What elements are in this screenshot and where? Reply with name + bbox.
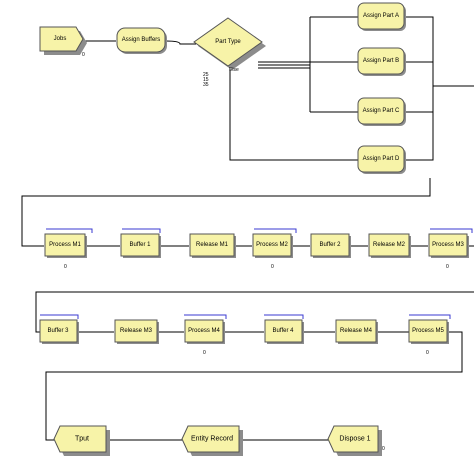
process-module-m1[interactable]: Process M1 <box>44 233 87 258</box>
release-module-m1[interactable]: Release M1 <box>189 233 236 258</box>
connector-assign-a-out[interactable] <box>405 16 434 86</box>
queue-markers <box>40 228 473 319</box>
hold-module-buffer-4[interactable]: Buffer 4 <box>264 319 304 344</box>
queue-process-m5 <box>409 314 451 319</box>
process-module-m2[interactable]: Process M2 <box>252 233 293 258</box>
decide-percent-3: 35 <box>203 82 209 88</box>
assign-module-part-c[interactable]: Assign Part C <box>357 97 406 126</box>
module-label: Process M5 <box>412 328 444 334</box>
module-label: Assign Part A <box>363 13 399 19</box>
record-module-entity-record[interactable]: Entity Record <box>181 425 243 456</box>
hold-module-buffer-2[interactable]: Buffer 2 <box>310 233 351 258</box>
connector-wrap-row3-b[interactable] <box>35 291 474 333</box>
module-label: Release M4 <box>340 328 373 334</box>
module-label: Process M2 <box>256 242 288 248</box>
counter-dispose-1: 0 <box>382 446 385 452</box>
module-label: Assign Part D <box>363 156 400 162</box>
decide-module-part-type[interactable]: Part Type <box>193 17 266 70</box>
record-module-tput[interactable]: Tput <box>53 425 110 456</box>
connector-wrap-row2[interactable] <box>21 178 431 247</box>
counter-process-m2: 0 <box>271 264 274 270</box>
module-label: Assign Part C <box>363 108 400 114</box>
queue-process-m1 <box>46 228 93 233</box>
module-label: Buffer 4 <box>273 328 295 334</box>
module-label: Assign Part B <box>363 58 399 64</box>
connectors <box>21 16 474 441</box>
module-label: Buffer 3 <box>48 328 70 334</box>
decide-percent-1: 25 <box>203 72 209 78</box>
module-label: Assign Buffers <box>122 37 161 43</box>
hold-module-buffer-1[interactable]: Buffer 1 <box>120 233 161 258</box>
queue-process-m4 <box>184 314 227 319</box>
assign-module-part-a[interactable]: Assign Part A <box>357 2 406 31</box>
hold-module-buffer-3[interactable]: Buffer 3 <box>39 319 79 344</box>
module-label: Entity Record <box>191 436 233 443</box>
module-label: Buffer 1 <box>130 242 152 248</box>
process-module-m5[interactable]: Process M5 <box>408 319 449 344</box>
queue-buffer-1 <box>122 228 161 233</box>
release-module-m2[interactable]: Release M2 <box>368 233 411 258</box>
process-module-m3[interactable]: Process M3 <box>428 233 469 258</box>
decide-percent-2: 15 <box>203 77 209 83</box>
counter-jobs: 0 <box>82 52 85 58</box>
module-label: Release M1 <box>196 242 229 248</box>
module-label: Process M4 <box>188 328 220 334</box>
connector-else-assign-d[interactable] <box>229 70 360 161</box>
module-label: Jobs <box>54 36 67 42</box>
decide-else-label: Else <box>229 67 239 73</box>
module-label: Part Type <box>215 39 241 45</box>
queue-process-m2 <box>254 228 297 233</box>
module-label: Process M1 <box>49 242 81 248</box>
counter-process-m5: 0 <box>426 350 429 356</box>
release-module-m3[interactable]: Release M3 <box>114 319 159 344</box>
counter-process-m1: 0 <box>64 264 67 270</box>
connector-wrap-row4[interactable] <box>45 331 463 441</box>
connector-assign-buffers-part-type[interactable] <box>165 40 196 45</box>
queue-process-m3 <box>430 228 473 233</box>
queue-buffer-3 <box>40 314 79 319</box>
create-module-jobs[interactable]: Jobs <box>39 26 87 55</box>
queue-buffer-4 <box>264 314 304 319</box>
assign-module-part-b[interactable]: Assign Part B <box>357 47 406 76</box>
assign-module-buffers[interactable]: Assign Buffers <box>116 27 167 54</box>
module-label: Buffer 2 <box>320 242 342 248</box>
counter-process-m3: 0 <box>446 264 449 270</box>
module-label: Tput <box>75 436 89 443</box>
module-label: Dispose 1 <box>339 436 370 443</box>
module-label: Process M3 <box>432 242 464 248</box>
module-label: Release M3 <box>120 328 153 334</box>
dispose-module-dispose-1[interactable]: Dispose 1 <box>327 425 382 456</box>
process-module-m4[interactable]: Process M4 <box>184 319 225 344</box>
assign-module-part-d[interactable]: Assign Part D <box>357 145 406 174</box>
module-label: Release M2 <box>373 242 406 248</box>
connector-assign-d-out[interactable] <box>405 85 474 161</box>
counter-process-m4: 0 <box>203 350 206 356</box>
release-module-m4[interactable]: Release M4 <box>335 319 378 344</box>
